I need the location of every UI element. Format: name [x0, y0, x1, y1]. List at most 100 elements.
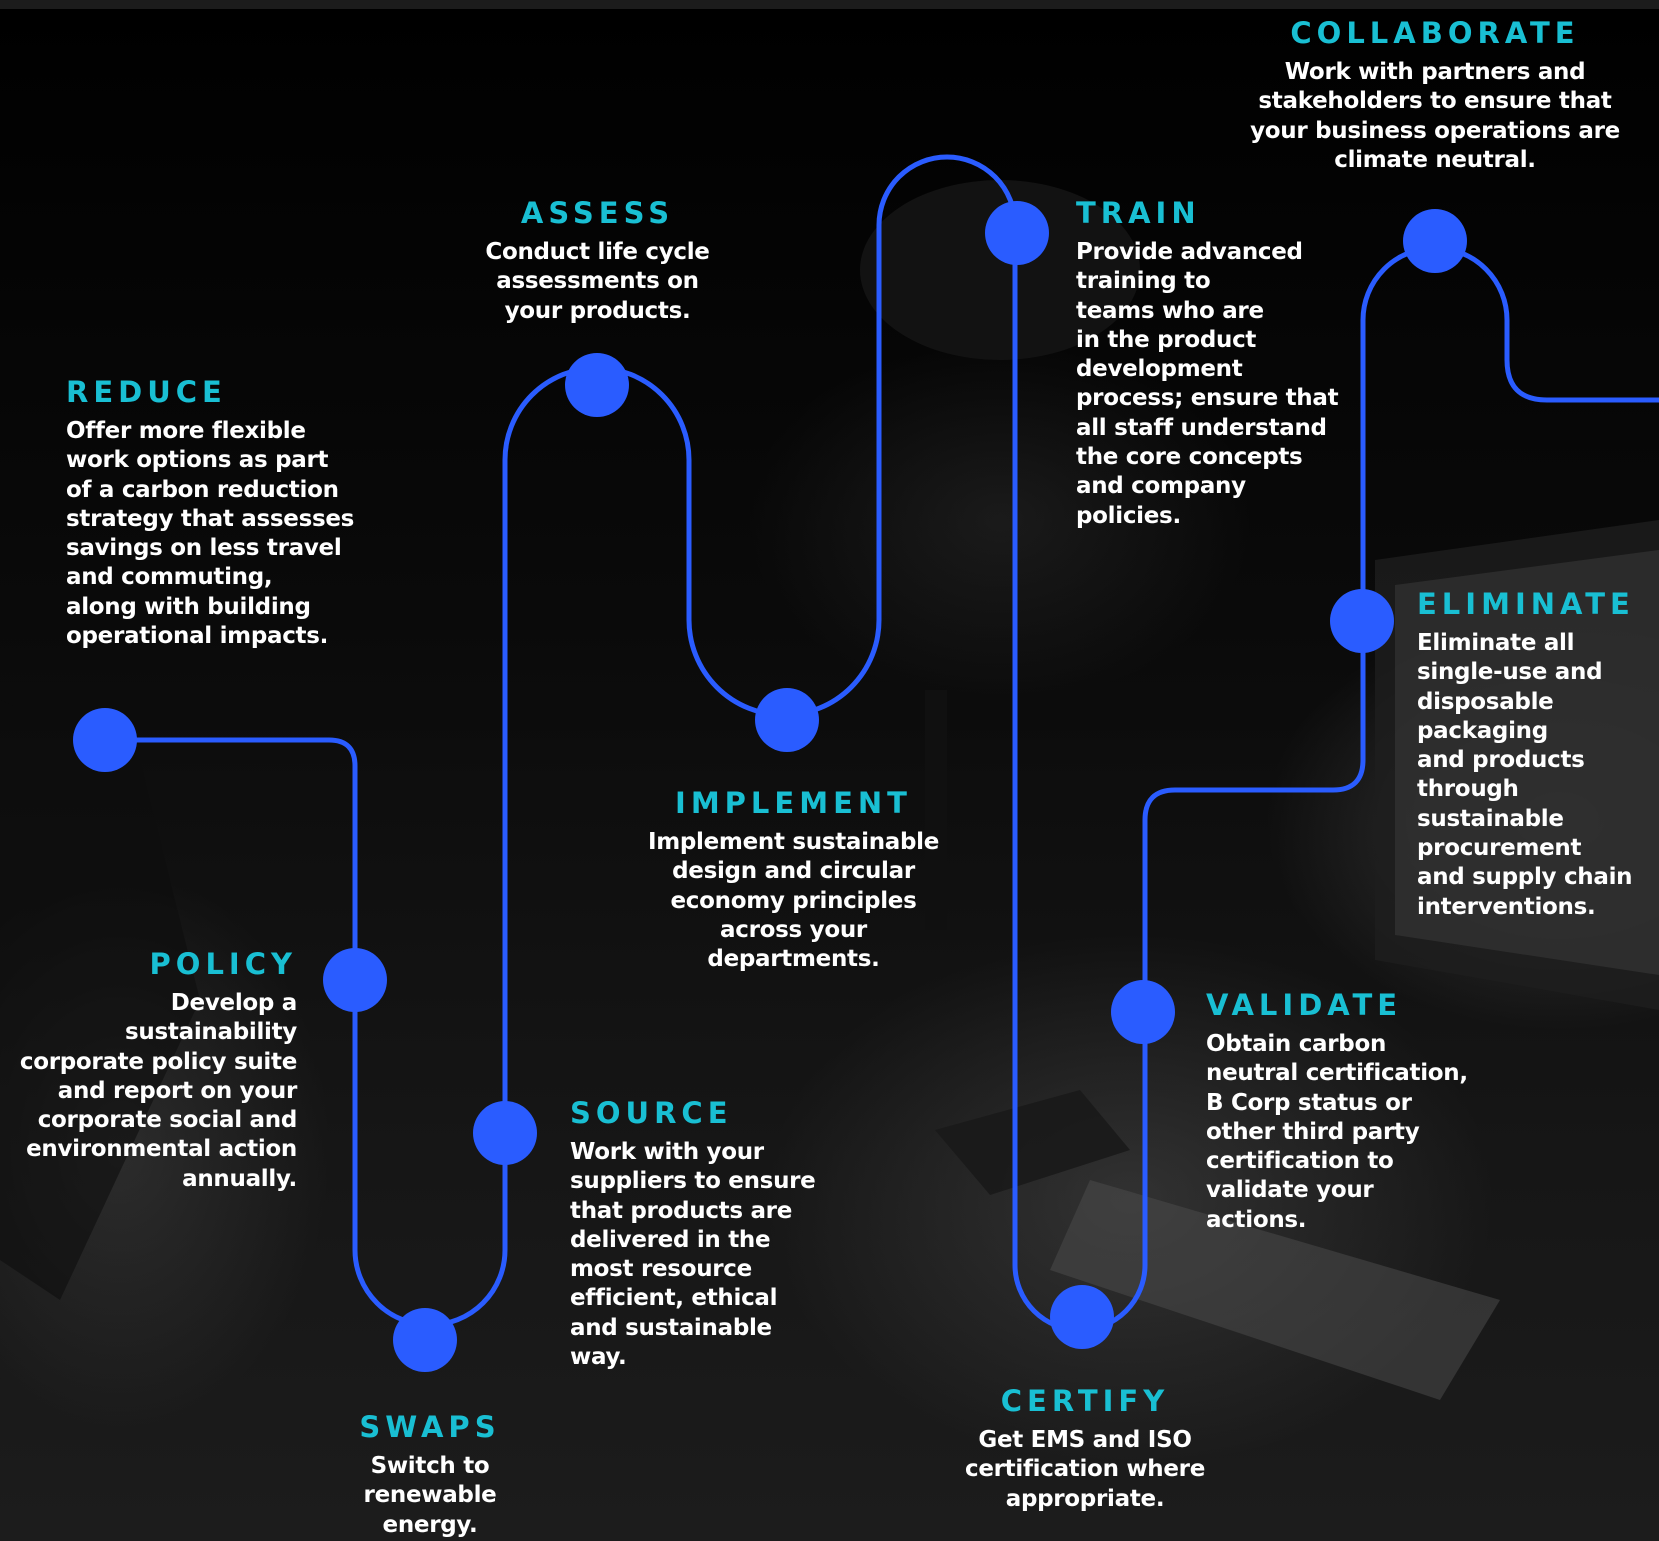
desc-line: your business operations are [1250, 117, 1620, 144]
desc-line: suppliers to ensure [570, 1168, 816, 1195]
node-collaborate [1403, 209, 1467, 273]
notebook-shape [935, 1090, 1130, 1195]
desc-line: B Corp status or [1206, 1089, 1412, 1116]
desc-line: corporate social and [37, 1107, 298, 1134]
step-title: SOURCE [570, 1096, 733, 1130]
desc-line: and supply chain [1417, 864, 1633, 891]
desc-line: Conduct life cycle [485, 239, 710, 265]
node-policy [323, 948, 387, 1012]
desc-line: efficient, ethical [570, 1285, 778, 1312]
desc-line: departments. [707, 946, 880, 973]
route-line [105, 154, 1659, 1333]
step-description: Switch to renewable energy. [330, 1452, 530, 1540]
desc-line: sustainable [1417, 805, 1564, 832]
desc-line: Obtain carbon [1206, 1031, 1387, 1057]
desc-line: Develop a [170, 990, 298, 1016]
desc-line: Offer more flexible [66, 418, 306, 444]
step-description: Work with partners and stakeholders to e… [1230, 58, 1640, 175]
step-description: Work with your suppliers to ensure that … [570, 1138, 840, 1372]
desc-line: stakeholders to ensure that [1258, 88, 1612, 115]
node-assess [565, 353, 629, 417]
desc-line: and report on your [57, 1077, 298, 1104]
desc-line: the core concepts [1076, 444, 1303, 471]
desc-line: and products [1417, 747, 1585, 774]
step-title: REDUCE [66, 375, 227, 409]
step-reduce: REDUCE Offer more flexible work options … [66, 375, 366, 651]
desc-line: assessments on [496, 268, 699, 295]
desc-line: most resource [570, 1256, 752, 1283]
step-title: ELIMINATE [1417, 587, 1635, 621]
step-train: TRAIN Provide advanced training to teams… [1076, 196, 1376, 531]
desc-line: development [1076, 356, 1243, 383]
step-collaborate: COLLABORATE Work with partners and stake… [1230, 16, 1640, 175]
step-description: Provide advanced training to teams who a… [1076, 238, 1376, 531]
desc-line: single-use and [1417, 659, 1603, 686]
desc-line: sustainability [125, 1019, 297, 1046]
desc-line: other third party [1206, 1118, 1420, 1145]
step-description: Get EMS and ISO certification where appr… [940, 1426, 1230, 1514]
desc-line: Provide advanced [1076, 239, 1303, 265]
desc-line: renewable [363, 1482, 497, 1509]
step-description: Implement sustainable design and circula… [636, 828, 951, 974]
node-reduce [73, 708, 137, 772]
desc-line: through [1417, 776, 1519, 803]
desc-line: disposable [1417, 688, 1554, 715]
desc-line: certification to [1206, 1148, 1394, 1175]
desc-line: interventions. [1417, 893, 1596, 920]
node-certify [1050, 1285, 1114, 1349]
desc-line: design and circular [672, 858, 915, 885]
desc-line: all staff understand [1076, 414, 1327, 441]
desc-line: savings on less travel [66, 535, 342, 562]
node-swaps [393, 1308, 457, 1372]
desc-line: operational impacts. [66, 623, 329, 650]
step-source: SOURCE Work with your suppliers to ensur… [570, 1096, 840, 1372]
node-eliminate [1330, 589, 1394, 653]
step-title: TRAIN [1076, 196, 1201, 230]
desc-line: that products are [570, 1197, 793, 1224]
desc-line: Work with partners and [1284, 59, 1586, 85]
node-validate [1111, 980, 1175, 1044]
desc-line: and commuting, [66, 564, 273, 591]
desc-line: delivered in the [570, 1226, 771, 1253]
step-description: Eliminate all single-use and disposable … [1417, 629, 1657, 922]
desc-line: Implement sustainable [647, 829, 940, 855]
step-title: CERTIFY [1000, 1384, 1170, 1418]
step-title: VALIDATE [1206, 988, 1403, 1022]
step-implement: IMPLEMENT Implement sustainable design a… [636, 786, 951, 974]
desc-line: across your [720, 916, 867, 943]
step-title: IMPLEMENT [675, 786, 912, 820]
step-policy: POLICY Develop a sustainability corporat… [0, 947, 297, 1194]
lamp-shade [860, 180, 1140, 360]
desc-line: Switch to [370, 1453, 490, 1479]
step-title: POLICY [149, 947, 297, 981]
desc-line: work options as part [66, 447, 329, 474]
desc-line: energy. [382, 1511, 478, 1538]
desc-line: strategy that assesses [66, 505, 355, 532]
desc-line: actions. [1206, 1206, 1307, 1233]
desc-line: certification where [964, 1456, 1206, 1483]
step-validate: VALIDATE Obtain carbon neutral certifica… [1206, 988, 1476, 1235]
desc-line: appropriate. [1005, 1485, 1165, 1512]
desc-line: procurement [1417, 835, 1582, 862]
node-train [985, 201, 1049, 265]
step-title: ASSESS [520, 196, 675, 230]
desc-line: Eliminate all [1417, 630, 1575, 656]
desc-line: along with building [66, 593, 311, 620]
desc-line: teams who are [1076, 297, 1264, 324]
desc-line: Work with your [570, 1139, 764, 1165]
desc-line: way. [570, 1344, 627, 1371]
desc-line: of a carbon reduction [66, 476, 339, 503]
step-eliminate: ELIMINATE Eliminate all single-use and d… [1417, 587, 1657, 922]
desc-line: and company [1076, 473, 1246, 500]
keyboard-shape [1050, 1180, 1500, 1400]
step-swaps: SWAPS Switch to renewable energy. [330, 1410, 530, 1540]
desc-line: training to [1076, 268, 1211, 295]
desc-line: annually. [182, 1165, 297, 1192]
step-title: COLLABORATE [1290, 16, 1580, 50]
desc-line: policies. [1076, 502, 1181, 529]
step-description: Conduct life cycle assessments on your p… [450, 238, 745, 326]
desc-line: your products. [504, 297, 691, 324]
step-description: Obtain carbon neutral certification, B C… [1206, 1030, 1476, 1235]
